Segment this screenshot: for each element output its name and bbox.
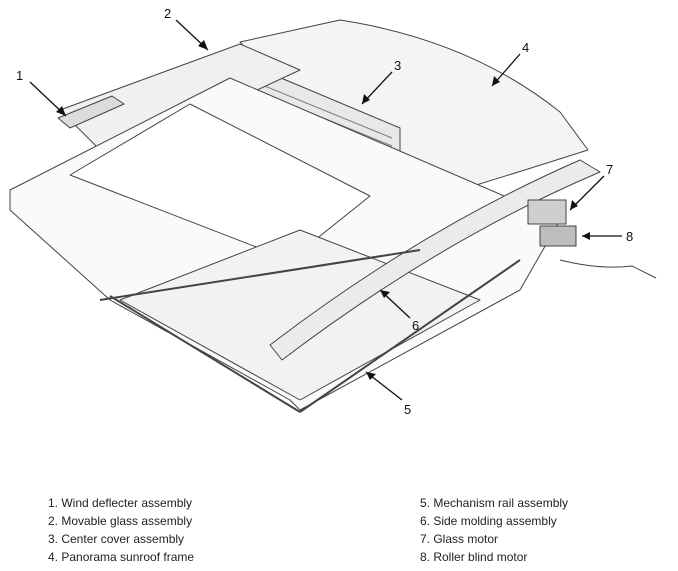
legend-column-right: 5. Mechanism rail assembly 6. Side moldi… [420,494,568,566]
callout-2: 2 [164,6,171,21]
callout-1-arrowhead [56,106,66,116]
callout-5-arrowhead [366,372,376,380]
sunroof-exploded-diagram: 1 2 3 4 5 6 7 8 [9,6,657,417]
callout-8-arrowhead [582,232,590,240]
legend-column-left: 1. Wind deflecter assembly 2. Movable gl… [48,494,194,566]
callout-1: 1 [16,68,23,83]
callout-7: 7 [606,162,613,177]
callout-4-arrowhead [492,76,500,86]
legend-item-5: 5. Mechanism rail assembly [420,496,569,510]
callout-5: 5 [404,402,411,417]
front-opening [69,103,371,261]
legend-item-4: 4. Panorama sunroof frame [48,550,195,564]
parts-legend: 1. Wind deflecter assembly 2. Movable gl… [0,494,678,571]
roller-blind-motor-shape [539,225,577,247]
glass-motor-shape [527,199,567,225]
callout-2-arrowhead [198,40,208,50]
callout-3: 3 [394,58,401,73]
callout-8: 8 [626,229,633,244]
callout-6-arrowhead [380,290,390,298]
wind-deflector-shape [57,95,125,129]
legend-item-3: 3. Center cover assembly [48,532,185,546]
callout-7-arrowhead [570,200,578,210]
legend-item-6: 6. Side molding assembly [420,514,557,528]
legend-item-7: 7. Glass motor [420,532,499,546]
wiring-harness [559,259,657,279]
legend-item-2: 2. Movable glass assembly [48,514,193,528]
callout-6: 6 [412,318,419,333]
side-molding-shape [269,159,601,361]
callout-4: 4 [522,40,529,55]
callout-3-arrowhead [362,94,370,104]
mechanism-rail-shape [99,249,521,413]
legend-item-8: 8. Roller blind motor [420,550,528,564]
legend-item-1: 1. Wind deflecter assembly [48,496,193,510]
